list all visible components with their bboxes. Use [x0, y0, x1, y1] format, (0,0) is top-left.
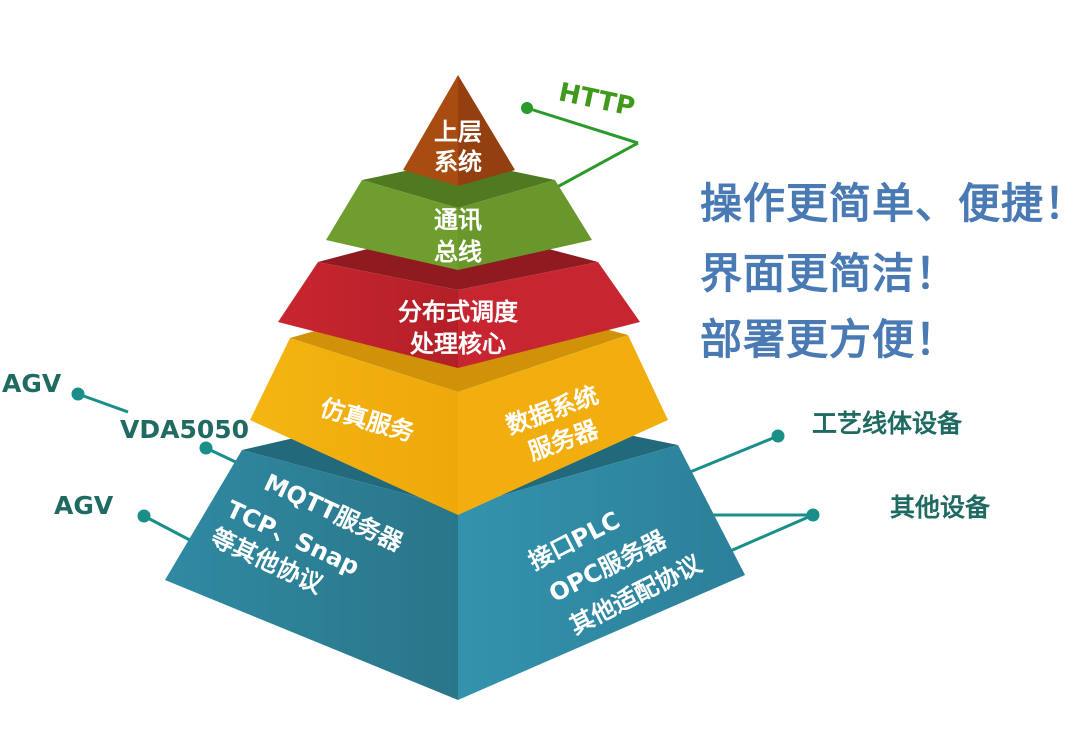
vda5050-label: VDA5050: [120, 415, 249, 444]
tier-top-line-1: 上层: [434, 118, 482, 146]
process-line-devices-label: 工艺线体设备: [812, 409, 963, 438]
agv-bottom-label: AGV: [54, 491, 114, 520]
agv-top-label: AGV: [2, 369, 62, 398]
tier-core-line-2: 处理核心: [409, 330, 506, 358]
tier-top: [403, 75, 515, 186]
other-devices-label: 其他设备: [890, 493, 991, 522]
tier-core-label: 分布式调度 处理核心: [398, 298, 519, 358]
connectors: [71, 102, 820, 554]
tier-bus-line-2: 总线: [434, 238, 482, 266]
tier-core-line-1: 分布式调度: [398, 298, 519, 326]
tier-top-line-2: 系统: [434, 148, 482, 176]
tier-bus-line-1: 通讯: [434, 206, 482, 234]
tier-top-label: 上层 系统: [434, 118, 482, 176]
http-label: HTTP: [556, 78, 637, 123]
agv-top-connector-dot: [71, 387, 85, 401]
http-connector-dot: [521, 102, 533, 114]
process-line-connector-dot: [771, 429, 785, 443]
http-label-group: HTTP: [556, 78, 637, 123]
slogan-clean-interface: 界面更简洁！: [700, 249, 959, 298]
vda5050-connector-dot: [199, 441, 213, 455]
agv-bottom-connector-dot: [137, 509, 151, 523]
slogan-easy-operation: 操作更简单、便捷！: [700, 179, 1080, 228]
tier-bus-label: 通讯 总线: [434, 206, 482, 266]
slogan-easy-deployment: 部署更方便！: [700, 315, 959, 364]
other-devices-connector-dot: [806, 508, 820, 522]
